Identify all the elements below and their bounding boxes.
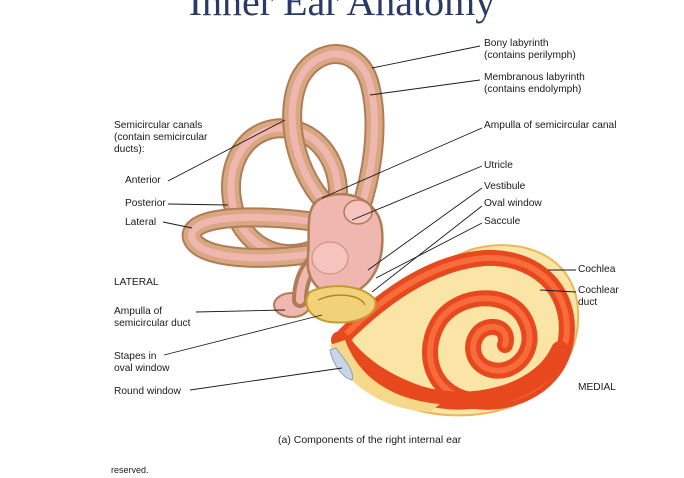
label-ampulla-of-duct: Ampulla of semicircular duct — [114, 306, 191, 329]
label-round-window: Round window — [114, 386, 181, 397]
label-medial-side: MEDIAL — [578, 382, 616, 393]
label-stapes: Stapes in oval window — [114, 351, 170, 374]
slide-title: Inner Ear Anatomy — [188, 0, 496, 24]
label-bony-labyrinth: Bony labyrinth (contains perilymph) — [484, 38, 576, 61]
label-membranous-labyrinth: Membranous labyrinth (contains endolymph… — [484, 72, 585, 95]
label-semicircular-canals: Semicircular canals (contain semicircula… — [114, 120, 208, 155]
cochlea-drawing — [329, 244, 580, 417]
label-lateral-canal: Lateral — [125, 217, 157, 228]
label-saccule: Saccule — [484, 216, 521, 227]
label-cochlea: Cochlea — [578, 264, 616, 275]
label-vestibule: Vestibule — [484, 181, 526, 192]
label-ampulla-of-canal: Ampulla of semicircular canal — [484, 120, 617, 131]
label-posterior: Posterior — [125, 198, 166, 209]
label-utricle: Utricle — [484, 160, 513, 171]
figure-caption: (a) Components of the right internal ear — [278, 434, 462, 446]
footer-text: reserved. — [111, 465, 149, 475]
label-cochlear-duct: Cochlear duct — [578, 285, 619, 308]
label-lateral-side: LATERAL — [114, 277, 159, 288]
label-anterior: Anterior — [125, 175, 161, 186]
label-oval-window: Oval window — [484, 198, 542, 209]
vestibule-drawing — [305, 192, 384, 324]
leader-lines — [162, 45, 577, 391]
